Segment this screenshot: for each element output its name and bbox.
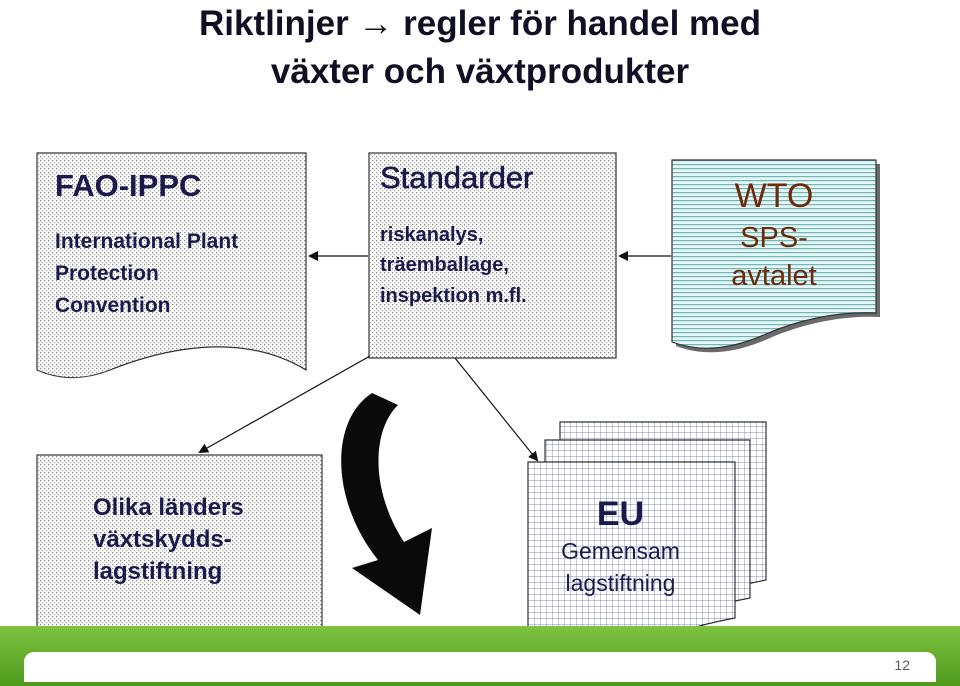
national-line-3: lagstiftning xyxy=(93,558,223,585)
fao-ippc-box xyxy=(36,152,307,379)
fao-line-1: International Plant xyxy=(55,230,239,253)
title-line-2: växter och växtprodukter xyxy=(270,52,690,91)
standards-heading: Standarder xyxy=(380,160,534,196)
eu-line-1: Gemensam xyxy=(561,538,680,564)
eu-line-2: lagstiftning xyxy=(565,570,676,596)
page-number: 12 xyxy=(894,657,910,673)
footer-panel xyxy=(24,652,936,682)
arrow-standards-to-national xyxy=(198,355,371,453)
wto-heading: WTO xyxy=(734,177,814,215)
wto-line-2: avtalet xyxy=(731,260,817,292)
standards-box xyxy=(368,152,617,359)
standards-line-3: inspektion m.fl. xyxy=(380,285,527,307)
arrow-standards-to-eu xyxy=(454,357,539,462)
standards-line-2: träemballage, xyxy=(380,254,509,276)
fao-heading: FAO-IPPC xyxy=(55,168,202,203)
wto-line-1: SPS- xyxy=(740,222,808,254)
curved-black-arrow xyxy=(341,393,432,615)
eu-heading: EU xyxy=(596,495,645,533)
national-line-2: växtskydds- xyxy=(93,526,232,553)
fao-line-3: Convention xyxy=(55,294,171,317)
title-line-1: Riktlinjer → regler för handel med xyxy=(198,4,762,43)
national-line-1: Olika länders xyxy=(93,494,244,521)
standards-line-1: riskanalys, xyxy=(380,224,484,246)
wto-box xyxy=(671,159,877,349)
fao-line-2: Protection xyxy=(55,262,159,285)
national-legislation-box xyxy=(36,454,323,652)
